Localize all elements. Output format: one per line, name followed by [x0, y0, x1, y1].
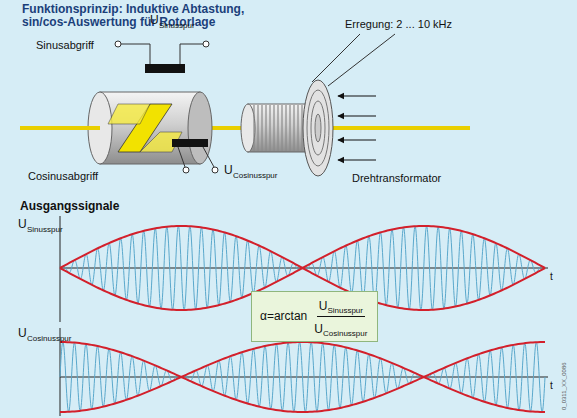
coil-winding: [277, 105, 278, 151]
part-label: Cosinusabgriff: [28, 170, 98, 182]
numerator: USinusspur: [317, 296, 365, 317]
coil-winding: [261, 105, 262, 151]
coil-winding: [269, 105, 270, 151]
formula-text: α=arctan: [260, 310, 307, 323]
signal-subscript: Sinusspur: [159, 22, 195, 31]
sine-pickup: [115, 41, 209, 73]
envelope-curve: [60, 342, 545, 412]
coil-winding: [281, 105, 282, 151]
excitation-wires: [312, 34, 395, 86]
section-heading: Ausgangssignale: [20, 200, 119, 213]
signal-subscript: Cosinusspur: [233, 172, 277, 181]
formula-box: α=arctanUSinusspurUCosinusspur: [251, 291, 378, 342]
formula-subscript: Cosinusspur: [323, 329, 367, 338]
chart-axes: [60, 216, 548, 416]
coil-winding: [301, 105, 302, 151]
formula-symbol: U: [314, 322, 323, 336]
formula-subscript: Sinusspur: [327, 306, 363, 315]
flux-arrows: [338, 96, 376, 160]
coil-winding: [253, 105, 254, 151]
axis-label: t: [550, 271, 553, 282]
coil-winding: [273, 105, 274, 151]
axis-subscript: Cosinusspur: [27, 335, 71, 344]
coil-winding: [257, 105, 258, 151]
axis-label: t: [550, 380, 553, 391]
coil-winding: [289, 105, 290, 151]
axis-subscript: Sinusspur: [27, 226, 63, 235]
part-label: Drehtransformator: [352, 172, 441, 184]
fraction: USinusspurUCosinusspur: [312, 296, 369, 337]
part-label: Sinusabgriff: [36, 39, 94, 51]
carrier-wave: [60, 342, 545, 412]
denominator: UCosinusspur: [312, 317, 369, 337]
excitation-label: Erregung: 2 ... 10 kHz: [345, 18, 452, 30]
cosine-pickup: [172, 139, 218, 173]
watermark: 0_0311_XX_0086: [561, 362, 568, 410]
coil-winding: [293, 105, 294, 151]
coil-winding: [285, 105, 286, 151]
rotor-cylinder: [88, 92, 212, 164]
coil-winding: [297, 105, 298, 151]
axis-label: U: [18, 327, 27, 340]
axis-label: U: [18, 218, 27, 231]
coil-winding: [265, 105, 266, 151]
envelope-curve: [60, 342, 545, 412]
rotary-transformer: [241, 80, 333, 176]
formula-symbol: U: [319, 299, 328, 313]
signal-waves: [60, 226, 545, 412]
signal-name: U: [224, 164, 233, 177]
signal-name: U: [150, 14, 159, 27]
